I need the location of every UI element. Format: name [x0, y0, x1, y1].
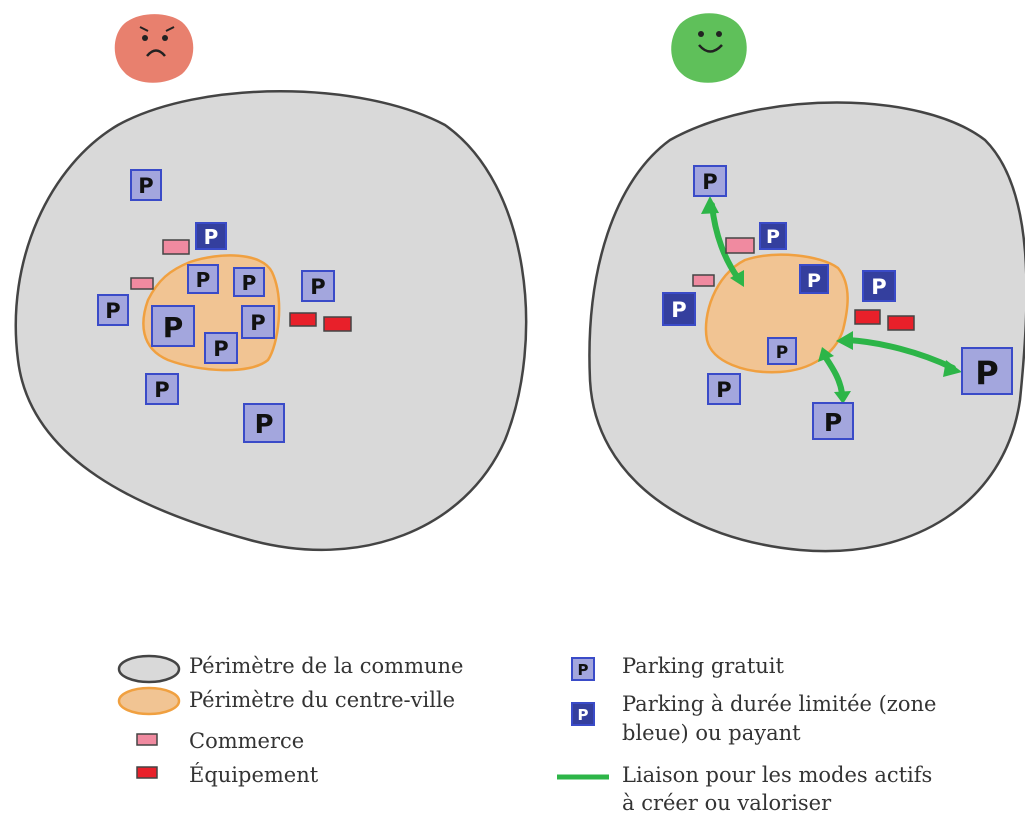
liaison-links	[701, 196, 962, 404]
svg-text:P: P	[138, 174, 153, 198]
scenario-before: P P P P P P P P P P P	[14, 14, 528, 552]
arrowhead	[818, 347, 834, 362]
equipement-marker	[887, 315, 915, 331]
parking-free: P	[301, 270, 335, 302]
commerce-marker	[692, 274, 715, 287]
parking-free: P	[812, 402, 854, 440]
svg-text:P: P	[250, 311, 265, 335]
svg-text:P: P	[163, 311, 184, 344]
svg-text:P: P	[807, 270, 821, 292]
svg-text:P: P	[105, 299, 120, 323]
legend-commune-symbol	[117, 654, 181, 684]
svg-text:P: P	[154, 378, 169, 402]
svg-text:P: P	[204, 225, 219, 249]
svg-text:P: P	[716, 378, 731, 402]
equipement-marker	[323, 316, 352, 332]
legend-equipement-symbol	[136, 766, 158, 779]
legend-commune-label: Périmètre de la commune	[189, 654, 464, 678]
svg-text:P: P	[242, 271, 257, 295]
parking-group: P P P P P P P P P P P	[97, 169, 335, 443]
commerce-marker	[130, 277, 154, 290]
arrowhead	[701, 196, 719, 214]
parking-free: P	[707, 373, 741, 405]
arrowhead	[834, 391, 851, 404]
legend-parking-paid-label-1: Parking à durée limitée (zone	[622, 692, 937, 716]
arrowhead	[730, 270, 744, 287]
happy-face-icon	[671, 13, 747, 83]
commerce-marker	[725, 237, 755, 254]
parking-paid: P	[195, 222, 227, 250]
parking-paid: P	[799, 264, 829, 294]
legend-parking-paid-label-2: bleue) ou payant	[622, 721, 801, 745]
parking-free: P	[187, 264, 219, 294]
svg-text:P: P	[213, 337, 228, 361]
legend-commerce-label: Commerce	[189, 729, 305, 753]
legend-parking-free-label: Parking gratuit	[622, 654, 784, 678]
parking-free: P	[97, 294, 129, 326]
parking-paid: P	[759, 222, 787, 250]
equipement-marker	[289, 312, 317, 327]
svg-text:P: P	[975, 354, 998, 392]
parking-free: P	[145, 373, 179, 405]
svg-text:P: P	[776, 343, 788, 363]
parking-free: P	[767, 337, 797, 365]
svg-text:P: P	[702, 170, 717, 194]
scenario-after: P P P P P P P P P	[588, 13, 1025, 553]
sad-face-icon	[114, 14, 194, 83]
parking-free: P	[130, 169, 162, 201]
parking-free: P	[241, 305, 275, 339]
parking-free: P	[693, 165, 727, 197]
legend-liaison-symbol	[557, 774, 609, 780]
svg-text:P: P	[871, 275, 886, 299]
legend-equipement-label: Équipement	[189, 763, 319, 787]
legend-parking-free-symbol: P	[571, 657, 595, 681]
parking-free: P	[233, 267, 265, 297]
parking-free: P	[204, 332, 238, 364]
legend-liaison-label-2: à créer ou valoriser	[622, 791, 832, 815]
equipement-marker	[854, 309, 881, 325]
liaison-link	[823, 355, 845, 396]
legend-parking-paid-symbol: P	[571, 702, 595, 726]
commerce-marker	[162, 239, 190, 255]
parking-paid: P	[662, 292, 696, 326]
legend-commerce-symbol	[136, 733, 158, 746]
svg-text:P: P	[196, 268, 211, 292]
parking-free: P	[151, 305, 195, 347]
legend-centre-label: Périmètre du centre-ville	[189, 688, 456, 712]
liaison-link	[845, 337, 956, 371]
parking-free: P	[961, 347, 1013, 395]
svg-text:P: P	[310, 275, 325, 299]
svg-text:P: P	[824, 408, 842, 437]
svg-text:P: P	[254, 410, 273, 440]
legend-centre-symbol	[117, 686, 181, 716]
parking-free: P	[243, 403, 285, 443]
svg-text:P: P	[578, 661, 589, 679]
parking-group: P P P P P P P P P	[662, 165, 1013, 440]
arrowhead	[836, 331, 853, 350]
parking-paid: P	[862, 270, 896, 302]
arrowhead	[943, 360, 962, 377]
legend-liaison-label-1: Liaison pour les modes actifs	[622, 763, 933, 787]
svg-text:P: P	[578, 706, 589, 724]
svg-text:P: P	[671, 298, 686, 322]
svg-text:P: P	[766, 226, 780, 248]
